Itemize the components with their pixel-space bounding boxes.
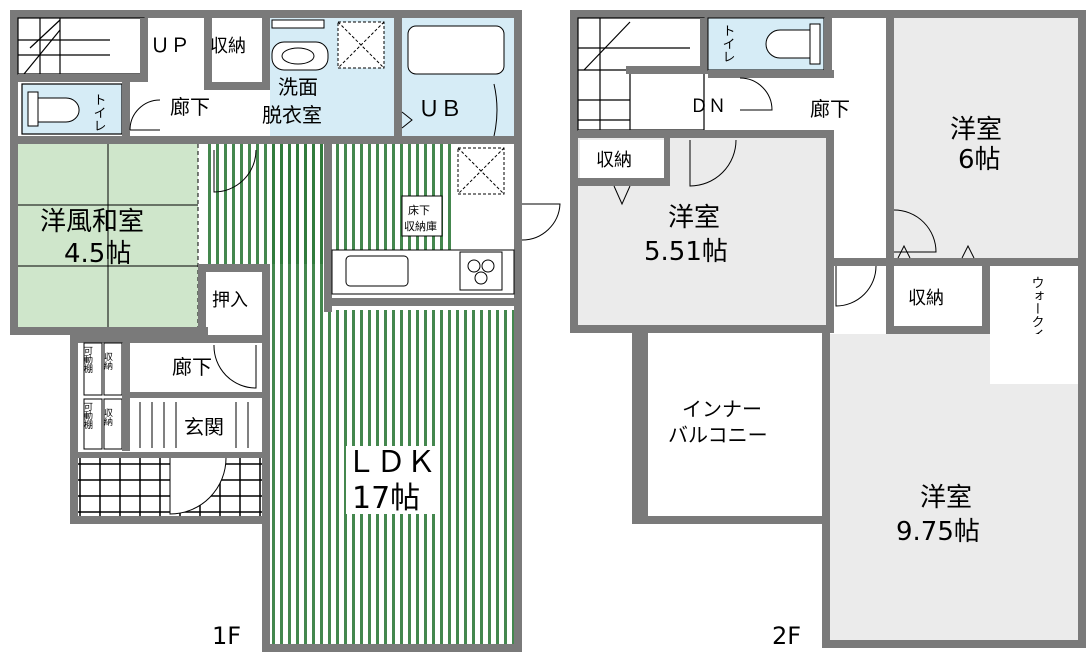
room6-name: 洋室 — [950, 115, 1002, 145]
ldk-name: ＬＤＫ — [346, 445, 436, 480]
floor-label-1f: 1F — [212, 622, 241, 650]
wash-room: 洗面 脱衣室 — [262, 18, 396, 136]
ub-label: ＵＢ — [418, 97, 462, 122]
corridor-label-2f: 廊下 — [810, 97, 850, 121]
first-floor-toilet — [21, 83, 123, 135]
room6-size: 6帖 — [958, 145, 1001, 175]
oshiire-label: 押入 — [212, 290, 248, 311]
washitsu-room: 洋風和室 4.5帖 — [18, 144, 199, 327]
washitsu-size: 4.5帖 — [64, 239, 131, 269]
unit-bath: ＵＢ — [401, 18, 514, 137]
toilet-label-1f: トイレ — [91, 93, 106, 132]
up-label: ＵＰ — [150, 33, 190, 57]
yukashita-label-1: 床下 — [408, 203, 430, 217]
room-975jo: 洋室 9.75帖 — [830, 258, 1078, 640]
washitsu-name: 洋風和室 — [40, 207, 144, 237]
room975-size: 9.75帖 — [896, 517, 980, 547]
storage-small-1: 収納 — [102, 351, 113, 371]
storage-label-2f-right: 収納 — [908, 288, 944, 309]
genkan-label: 玄関 — [184, 415, 224, 439]
room-6jo: 洋室 6帖 — [886, 18, 1078, 334]
storage-label-2f-left: 収納 — [596, 150, 632, 171]
wash-label-2: 脱衣室 — [262, 103, 322, 127]
dn-label: ＤＮ — [690, 96, 726, 117]
yukashita-label-2: 収納庫 — [404, 219, 437, 233]
ldk-room: 床下 収納庫 ＬＤＫ 17帖 — [206, 144, 515, 644]
genkan: 玄関 — [78, 402, 270, 516]
room975-name: 洋室 — [920, 483, 972, 513]
inner-balcony: インナー バルコニー — [640, 330, 830, 524]
corridor-label-mid: 廊下 — [172, 355, 212, 379]
wash-label-1: 洗面 — [278, 75, 318, 99]
corridor-label-top: 廊下 — [170, 95, 210, 119]
room-551jo: 収納 洋室 5.51帖 — [578, 130, 834, 330]
toilet-label-2f: トイレ — [720, 24, 735, 63]
first-floor: ＵＰ 収納 トイレ 廊下 洗面 脱衣室 — [10, 10, 561, 652]
room551-size: 5.51帖 — [644, 237, 728, 267]
room551-name: 洋室 — [668, 203, 720, 233]
kado-label-1: 可動棚 — [82, 346, 93, 374]
second-floor: ＤＮ トイレ 廊下 洋室 6帖 収納 ウォークインクローゼット — [570, 10, 1086, 650]
kado-label-2: 可動棚 — [82, 402, 93, 430]
storage-label-top: 収納 — [210, 36, 246, 57]
storage-small-2: 収納 — [102, 407, 113, 427]
ldk-size: 17帖 — [352, 481, 420, 516]
balcony-label-1: インナー — [682, 397, 762, 421]
floor-label-2f: 2F — [772, 622, 801, 650]
first-floor-staircase — [17, 17, 145, 75]
balcony-label-2: バルコニー — [668, 423, 768, 447]
second-floor-toilet: トイレ — [707, 17, 825, 71]
